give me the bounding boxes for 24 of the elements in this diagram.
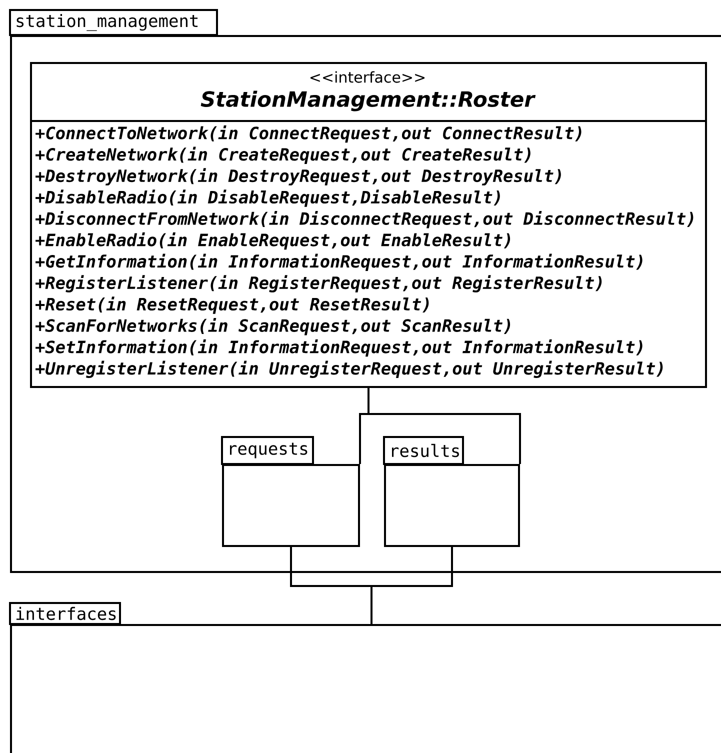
operation-text: +RegisterListener(in RegisterRequest,out RegisterResult) — [36, 275, 602, 292]
node-label: results — [392, 444, 459, 458]
stereotype-label: <<interface>> — [310, 71, 424, 83]
node-label: interfaces — [16, 606, 116, 620]
package-frame: requests — [221, 436, 360, 547]
operation-text: +ConnectToNetwork(in ConnectRequest,out ConnectResult) — [36, 125, 582, 143]
operation-text: +ScanForNetworks(in ScanRequest,out ScanResult) — [36, 318, 510, 336]
operation-text: +DisableRadio(in DisableRequest,DisableResult) — [36, 190, 500, 207]
operation-text: +DisconnectFromNetwork(in DisconnectRequest,out DisconnectResult) — [36, 210, 694, 228]
operation-text: +SetInformation(in InformationRequest,out InformationResult) — [36, 339, 642, 357]
class-name: StationManagement::Roster — [200, 90, 536, 112]
interface-class-box — [30, 62, 707, 388]
operation-text: +Reset(in ResetRequest,out ResetResult) — [36, 296, 429, 314]
operation-text: +DestroyNetwork(in DestroyRequest,out DestroyResult) — [36, 168, 561, 186]
package-frame: interfaces — [9, 602, 721, 753]
node-label: requests — [230, 442, 308, 458]
operation-text: +EnableRadio(in EnableRequest,out EnableResult) — [36, 232, 510, 250]
node-label: station_management — [16, 14, 198, 31]
connector-line — [370, 547, 453, 624]
connector-line — [368, 388, 521, 464]
operation-text: +UnregisterListener(in UnregisterRequest,out UnregisterResult) — [36, 360, 663, 378]
operation-text: +GetInformation(in InformationRequest,out InformationResult) — [36, 254, 642, 272]
package-frame: results — [383, 436, 520, 547]
operation-text: +CreateNetwork(in CreateRequest,out CreateResult) — [36, 146, 530, 164]
